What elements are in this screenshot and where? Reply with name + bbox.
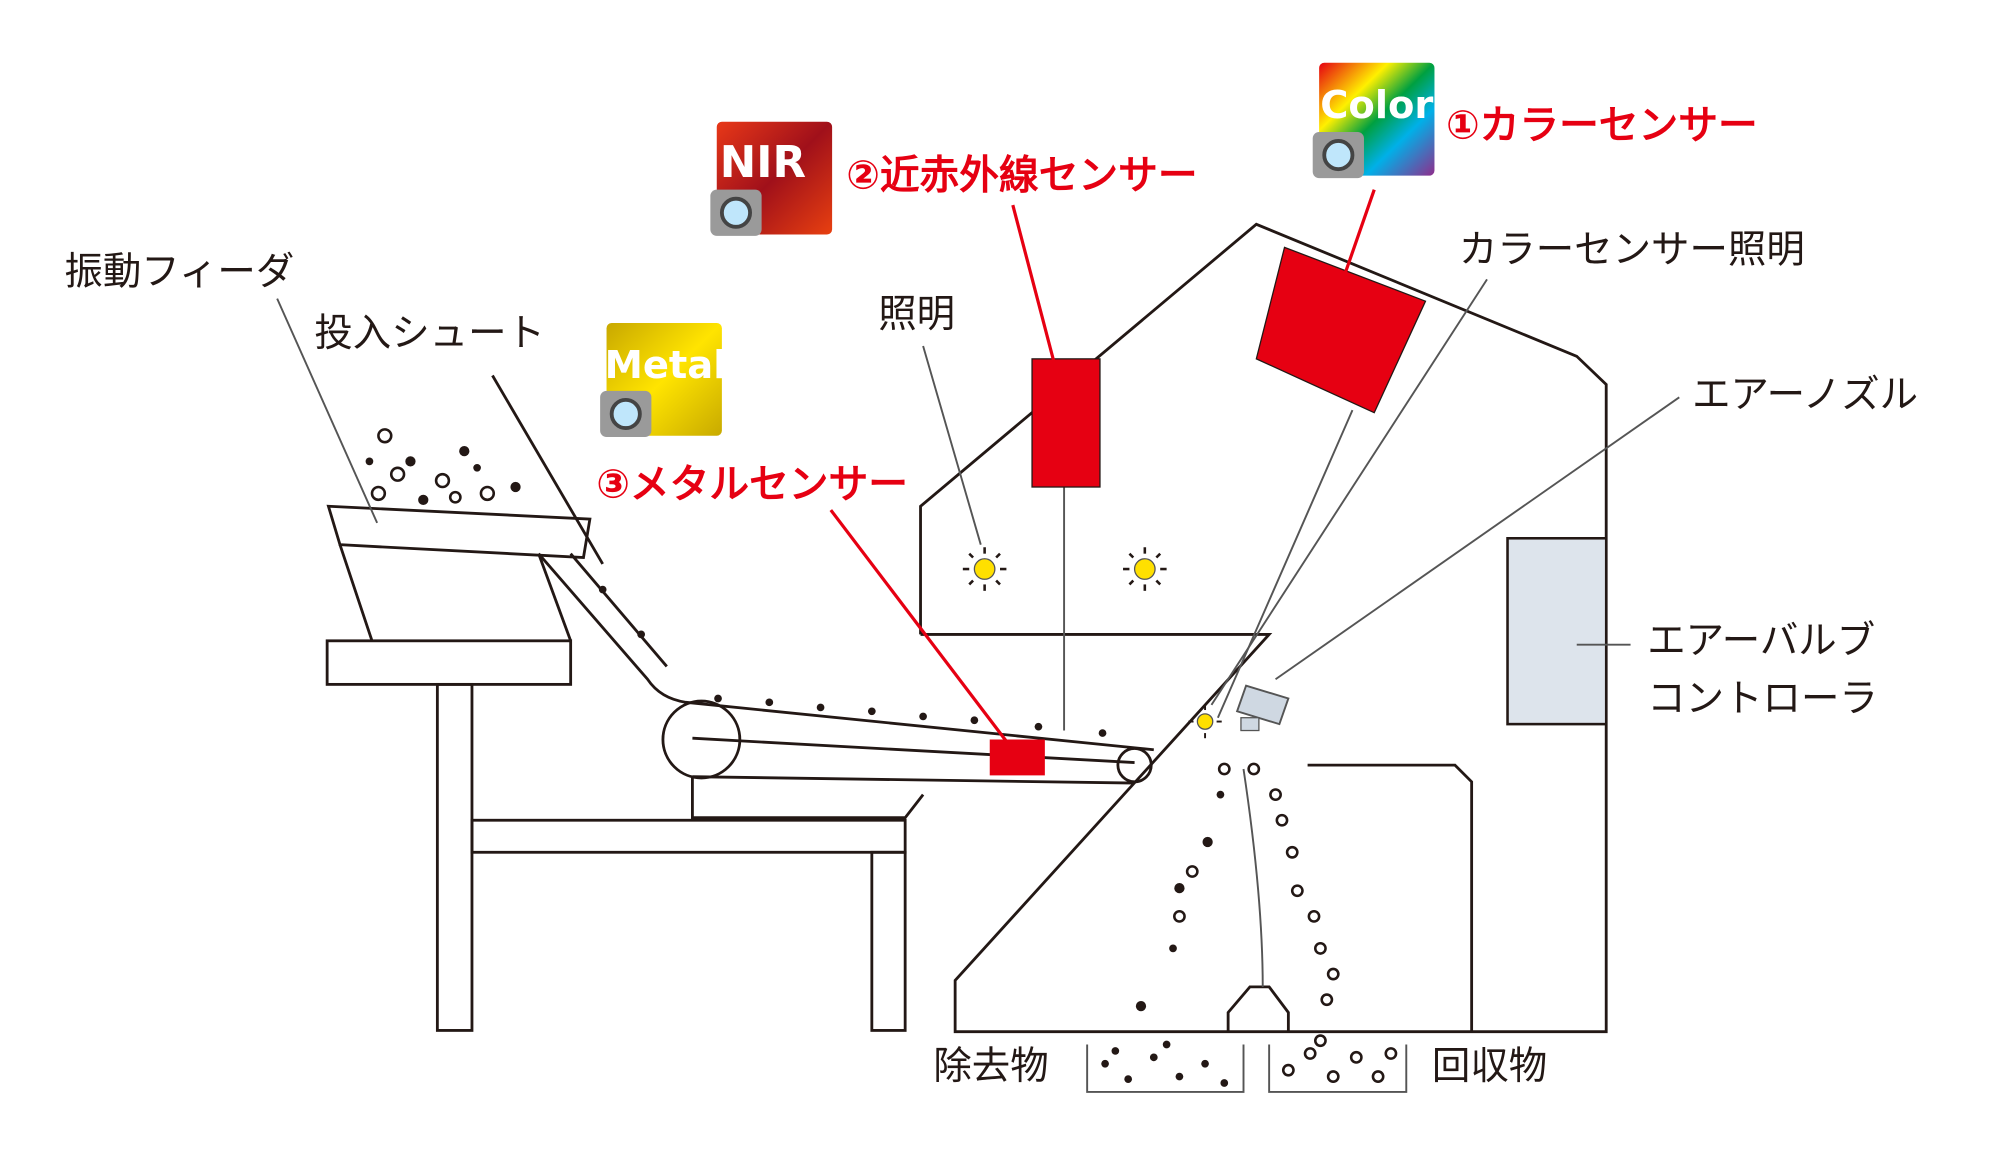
- air-nozzle-unit: [1235, 684, 1290, 732]
- color-sensor-badge: Color: [1312, 62, 1435, 179]
- air-nozzle-label: エアーノズル: [1692, 373, 1918, 418]
- vibratory-feeder: [325, 428, 592, 686]
- recovered-bin: [1268, 1034, 1408, 1093]
- metal-callout-line: [829, 509, 1015, 751]
- color-callout-line: [1331, 189, 1376, 309]
- color-light-icon: [1188, 704, 1222, 739]
- color-sensor-lighting-label: カラーセンサー照明: [1459, 228, 1805, 273]
- light-icon: [1123, 547, 1167, 591]
- color-sensor-unit: [1255, 246, 1427, 414]
- air-valve-controller-label-1: エアーバルブ: [1647, 619, 1875, 664]
- conveyor-belt: [598, 585, 1153, 785]
- vibratory-feeder-label: 振動フィーダ: [64, 250, 294, 295]
- metal-sensor-badge: Metal: [600, 322, 727, 438]
- lighting-label: 照明: [878, 292, 955, 337]
- light-icon: [962, 547, 1007, 591]
- air-valve-controller-label-2: コントローラ: [1647, 676, 1878, 721]
- metal-sensor-unit: [989, 739, 1045, 776]
- air-valve-controller-box: [1506, 537, 1608, 726]
- nir-sensor-label: ②近赤外線センサー: [846, 152, 1197, 198]
- color-badge-text: Color: [1320, 83, 1433, 128]
- rejects-label: 除去物: [933, 1044, 1048, 1089]
- feeder-material: [365, 428, 521, 505]
- color-sensor-label: ①カラーセンサー: [1446, 102, 1758, 148]
- reject-bin: [1086, 1040, 1245, 1093]
- chute-callout-line: [491, 374, 604, 565]
- nir-badge-text: NIR: [720, 138, 806, 188]
- metal-badge-text: Metal: [605, 343, 727, 388]
- input-chute-label: 投入シュート: [314, 311, 545, 356]
- machine-stand: [435, 682, 925, 1032]
- nir-callout-line: [1011, 204, 1064, 392]
- metal-sensor-label: ③メタルセンサー: [596, 461, 908, 507]
- lighting-callout-line: [922, 345, 982, 545]
- input-chute: [537, 552, 1154, 752]
- falling-material: [1135, 762, 1340, 1012]
- color-lighting-callout-line: [1210, 278, 1488, 706]
- recovered-label: 回収物: [1432, 1044, 1547, 1089]
- nozzle-callout-line: [1274, 396, 1680, 681]
- nir-sensor-badge: NIR: [710, 121, 833, 236]
- nir-sensor-unit: [1031, 358, 1101, 488]
- feeder-callout-line: [276, 298, 379, 524]
